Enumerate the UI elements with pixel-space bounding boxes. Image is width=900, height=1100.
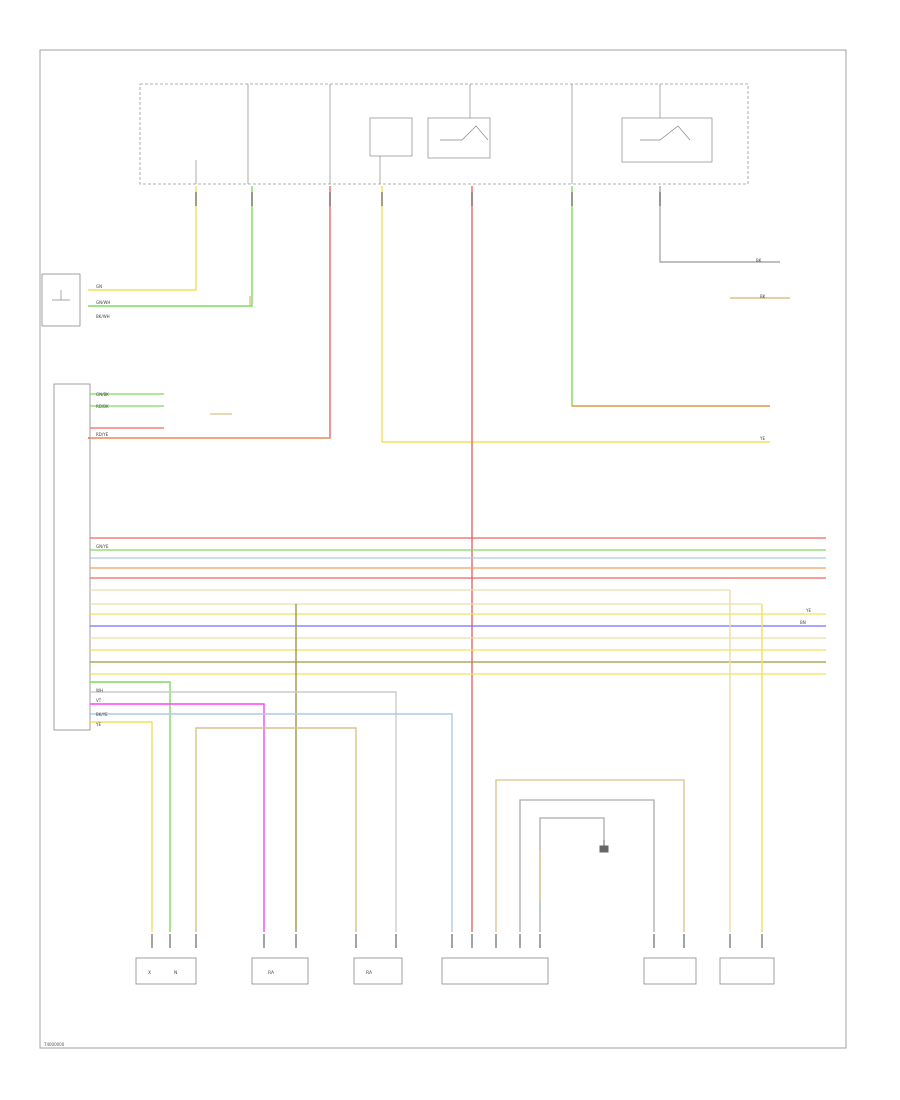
diagram-frame xyxy=(39,49,847,1049)
component-1-code: X xyxy=(148,970,151,976)
component-2-code: RA xyxy=(268,970,275,976)
left-sensor xyxy=(41,273,81,327)
wire-gray-1 xyxy=(659,186,780,263)
label-ye2: YE xyxy=(95,722,101,727)
label-rdye: RD/YE xyxy=(96,432,109,437)
label-bn: BN xyxy=(800,620,806,625)
diagram-id: T4000000 xyxy=(43,1042,65,1047)
label-gnwh: GN/WH xyxy=(96,300,110,305)
wire-red-1 xyxy=(88,186,331,439)
label-bk: BK xyxy=(760,294,766,299)
label-ye: YE xyxy=(759,436,765,441)
connector-pins xyxy=(151,192,763,948)
wire-green-1 xyxy=(88,186,253,307)
fuse-box xyxy=(139,83,749,185)
wire-yellow-1 xyxy=(88,186,197,291)
label-ye3: YE xyxy=(805,608,811,613)
left-module xyxy=(53,383,91,731)
component-6 xyxy=(719,957,775,985)
ground-symbol xyxy=(599,840,609,853)
wire-code-labels: GN GN/WH BK/WH GN/BK RD/BK RD/YE YE BK V… xyxy=(95,258,811,727)
drop-wires xyxy=(90,590,763,932)
bus-wires xyxy=(90,537,826,675)
top-wires xyxy=(88,186,790,932)
label-vt: VT xyxy=(96,698,102,703)
label-rdbk: RD/BK xyxy=(96,404,109,409)
label-gnye: GN/YE xyxy=(96,544,109,549)
loop-wires xyxy=(495,779,685,932)
component-2 xyxy=(251,957,309,985)
component-5 xyxy=(643,957,697,985)
sensor-symbol xyxy=(52,290,70,301)
component-3-code: RA xyxy=(366,970,373,976)
fuse-box-internals xyxy=(195,84,713,184)
label-bk2: BK xyxy=(756,258,762,263)
label-gnbk: GN/BK xyxy=(96,392,109,397)
label-bkwh: BK/WH xyxy=(96,314,110,319)
component-4 xyxy=(441,957,549,985)
component-3 xyxy=(353,957,403,985)
wire-yellow-2 xyxy=(381,186,770,443)
label-bkye: BK/YE xyxy=(96,712,108,717)
component-1-code-2: N xyxy=(174,970,177,976)
component-1 xyxy=(135,957,197,985)
label-gn: GN xyxy=(96,284,102,289)
label-wh: WH xyxy=(96,688,103,693)
wire-green-2 xyxy=(571,186,770,407)
module-stubs xyxy=(90,393,330,439)
